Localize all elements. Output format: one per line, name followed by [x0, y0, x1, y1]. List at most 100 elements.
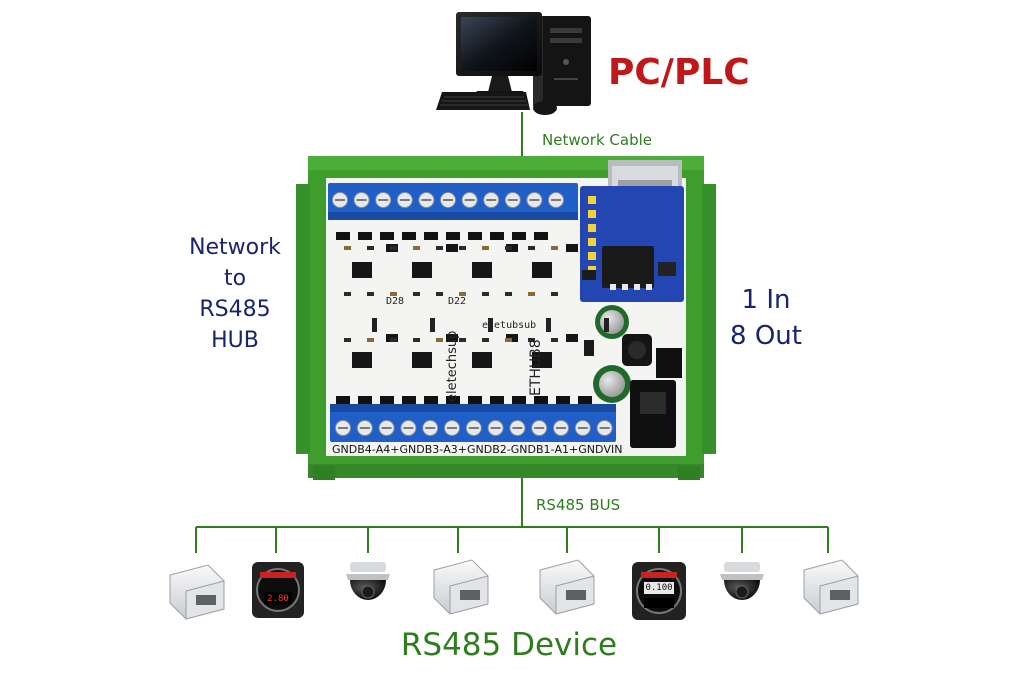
ic-chip — [412, 352, 432, 368]
devices-row — [169, 559, 859, 620]
smd-resistor — [390, 292, 397, 296]
io-module-icon — [803, 559, 859, 615]
devices-title: RS485 Device — [400, 627, 618, 663]
smd-resistor — [551, 338, 558, 342]
meter-reading: 0.100 — [645, 583, 673, 593]
smd-diode — [430, 318, 435, 332]
terminal-label: GND — [510, 443, 536, 456]
smd-resistor — [390, 246, 397, 250]
board-components — [332, 192, 613, 436]
digital-meter-icon — [252, 562, 304, 618]
smd-diode — [534, 232, 548, 240]
smd-resistor — [459, 246, 466, 250]
smd-resistor — [482, 246, 489, 250]
smd-diode — [488, 318, 493, 332]
smd-resistor — [413, 246, 420, 250]
smd-resistor — [413, 338, 420, 342]
smd-diode — [336, 232, 350, 240]
smd-transistor — [446, 334, 458, 342]
dc-power-jack — [630, 380, 676, 448]
meter-reading: 2.80 — [267, 594, 289, 604]
ic-chip — [532, 352, 552, 368]
smd-diode — [358, 396, 372, 404]
smd-resistor — [436, 292, 443, 296]
smd-resistor — [505, 246, 512, 250]
smd-diode — [578, 396, 592, 404]
silkscreen-label: D28 — [386, 296, 405, 307]
smd-resistor — [551, 292, 558, 296]
smd-diode — [468, 396, 482, 404]
smd-diode — [534, 396, 548, 404]
smd-resistor — [482, 338, 489, 342]
silkscreen-label: eletubsub — [482, 320, 537, 331]
smd-resistor — [505, 338, 512, 342]
smd-diode — [358, 232, 372, 240]
smd-diode — [512, 232, 526, 240]
hub-description-line: to — [223, 266, 247, 291]
smd-diode — [402, 396, 416, 404]
smd-diode — [380, 396, 394, 404]
smd-diode — [546, 318, 551, 332]
smd-resistor — [482, 292, 489, 296]
smd-diode — [372, 318, 377, 332]
smd-resistor — [413, 292, 420, 296]
smd-resistor — [344, 338, 351, 342]
io-description: 1 In 8 Out — [706, 282, 826, 354]
smd-diode — [604, 318, 609, 332]
terminal-label: GND — [399, 443, 425, 456]
smd-resistor — [436, 338, 443, 342]
smd-transistor — [566, 334, 578, 342]
terminal-label: A4+ — [375, 443, 400, 456]
smd-transistor — [566, 244, 578, 252]
smd-resistor — [528, 246, 535, 250]
inductor — [622, 334, 652, 366]
terminal-label: GND — [578, 443, 604, 456]
ic-chip — [352, 262, 372, 278]
io-module-icon — [539, 559, 595, 615]
smd-resistor — [344, 246, 351, 250]
rs485-bus-label: RS485 BUS — [536, 496, 621, 514]
terminal-label: B2- — [492, 443, 511, 456]
smd-diode — [446, 232, 460, 240]
hub-description: Network to RS485 HUB — [150, 232, 320, 356]
ethernet-module — [580, 186, 684, 302]
smd-resistor — [367, 246, 374, 250]
smd-diode — [490, 232, 504, 240]
smd-diode — [336, 396, 350, 404]
terminal-label: GND — [467, 443, 493, 456]
io-module-icon — [433, 559, 489, 615]
host-title: PC/PLC — [608, 52, 750, 93]
smd-resistor — [436, 246, 443, 250]
smd-diode — [490, 396, 504, 404]
dome-camera-icon — [720, 562, 764, 600]
terminal-label: GND — [332, 443, 358, 456]
io-description-line: 1 In — [741, 285, 791, 315]
terminal-label: B1- — [535, 443, 555, 456]
terminal-label: A3+ — [443, 443, 467, 456]
network-cable-label: Network Cable — [542, 131, 652, 149]
terminal-label: B4- — [357, 443, 376, 456]
smd-resistor — [528, 338, 535, 342]
digital-meter-icon — [632, 562, 686, 620]
smd-diode — [512, 396, 526, 404]
smd-transistor — [446, 244, 458, 252]
smd-resistor — [367, 292, 374, 296]
smd-diode — [446, 396, 460, 404]
io-description-line: 8 Out — [730, 321, 802, 351]
silkscreen-label: D22 — [448, 296, 467, 307]
hub-description-line: HUB — [211, 328, 259, 353]
smd-resistor — [528, 292, 535, 296]
rs485-bus-lines — [195, 478, 829, 553]
smd-diode — [380, 232, 394, 240]
smd-diode — [424, 396, 438, 404]
smd-diode — [468, 232, 482, 240]
hub-description-line: Network — [189, 235, 281, 260]
desktop-computer-icon — [436, 12, 591, 115]
io-module-icon — [169, 564, 225, 620]
smd-resistor — [459, 338, 466, 342]
smd-diode — [402, 232, 416, 240]
ic-chip — [352, 352, 372, 368]
silkscreen-label: eletechsup — [445, 330, 460, 402]
